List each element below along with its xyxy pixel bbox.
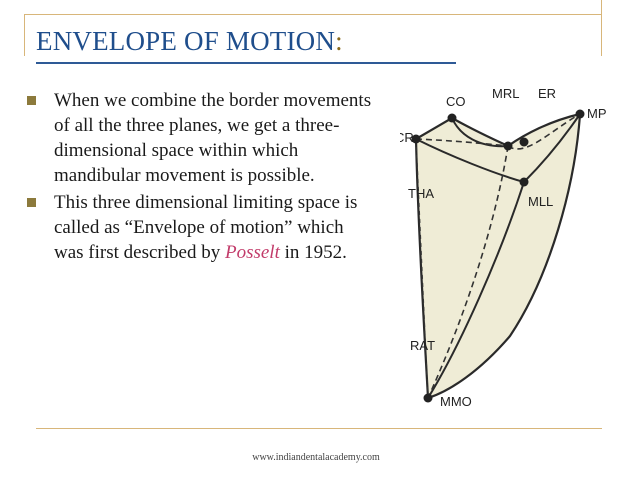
label-mmo: MMO (440, 394, 472, 409)
slide-title-colon: : (335, 26, 343, 56)
envelope-diagram: CO MRL ER MP CR THA MLL RAT MMO (400, 86, 607, 409)
footer: www.indiandentalacademy.com (0, 452, 638, 463)
footer-url: www.indiandentalacademy.com (252, 452, 380, 463)
upper-ridge (451, 117, 509, 148)
bullet-list: When we combine the border movements of … (24, 88, 374, 267)
label-co: CO (446, 94, 466, 109)
frame-top-line (24, 14, 602, 15)
footer-line (36, 428, 602, 429)
point-mmo (423, 393, 433, 403)
author-name: Posselt (224, 242, 280, 263)
label-cr: CR (400, 130, 414, 145)
point-mll (519, 177, 529, 187)
dashed-vertical-line (427, 145, 509, 399)
title-underline (36, 62, 456, 64)
bullet-text: This three dimensional limiting space is… (54, 190, 374, 265)
label-rat: RAT (410, 338, 435, 353)
bullet-text-before: This three dimensional limiting space is… (54, 192, 358, 263)
bullet-item: This three dimensional limiting space is… (24, 190, 374, 265)
square-bullet-icon (27, 198, 36, 207)
label-mll: MLL (528, 194, 553, 209)
point-mrl (503, 141, 513, 151)
mll-to-mmo-edge (427, 181, 525, 399)
point-er (519, 137, 529, 147)
square-bullet-icon (27, 96, 36, 105)
bullet-item: When we combine the border movements of … (24, 88, 374, 188)
mll-to-mp-edge (523, 113, 581, 183)
point-co (447, 113, 457, 123)
label-mp: MP (587, 106, 607, 121)
slide-title-text: ENVELOPE OF MOTION (36, 26, 336, 56)
label-er: ER (538, 86, 556, 101)
bullet-text-after: in 1952. (279, 242, 347, 263)
envelope-of-motion-figure: CO MRL ER MP CR THA MLL RAT MMO (400, 76, 620, 416)
label-mrl: MRL (492, 86, 519, 101)
cr-to-mll-edge (415, 138, 525, 183)
point-mp (575, 109, 585, 119)
dashed-surface-line (507, 113, 581, 150)
dashed-lower-line (415, 138, 429, 399)
slide-title: ENVELOPE OF MOTION: (36, 26, 343, 57)
label-tha: THA (408, 186, 434, 201)
frame-right-line (601, 0, 602, 56)
frame-left-line (24, 14, 25, 56)
point-cr (411, 134, 421, 144)
dashed-hinge-line (415, 138, 509, 147)
bullet-text: When we combine the border movements of … (54, 90, 372, 186)
